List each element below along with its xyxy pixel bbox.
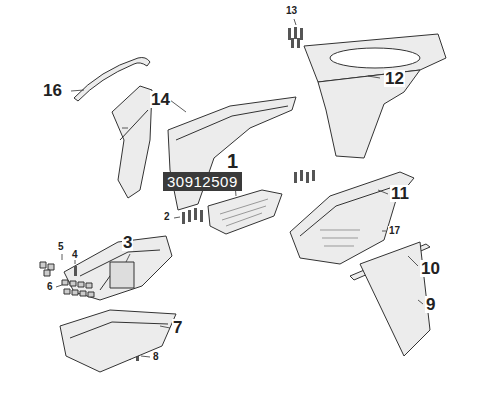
floor-frame	[64, 236, 172, 300]
callout-number: 5	[57, 242, 65, 252]
frame-box	[110, 262, 134, 288]
callout-number: 12	[384, 70, 405, 87]
callout-number: 17	[388, 226, 401, 236]
side-panel	[112, 86, 152, 198]
rear-cover	[290, 172, 414, 264]
callout-number: 7	[172, 319, 183, 336]
watermark: 30912509	[163, 172, 242, 191]
callout-number: 9	[425, 296, 436, 313]
leader-lines	[56, 19, 423, 357]
panel-edge	[120, 110, 148, 140]
callout-number: 6	[46, 282, 54, 292]
cover-edge	[300, 186, 396, 236]
mat-ribs	[220, 199, 268, 226]
lower-cover-edge	[70, 322, 168, 338]
floor-mat	[208, 190, 282, 234]
cover-vents	[320, 230, 360, 246]
lower-cover	[60, 310, 176, 372]
seat-box-opening	[330, 48, 420, 68]
bolt	[74, 266, 77, 276]
callout-number: 4	[71, 250, 79, 260]
screws	[288, 27, 303, 48]
callout-number: 13	[285, 6, 298, 16]
callout-number: 14	[150, 91, 171, 108]
clips	[62, 280, 94, 297]
callout-number: 1	[226, 151, 239, 171]
callout-number: 11	[390, 185, 410, 202]
callout-number: 8	[152, 352, 160, 362]
callout-number: 16	[42, 82, 63, 99]
nuts	[40, 262, 54, 276]
callout-number: 10	[420, 260, 441, 277]
seat-box	[318, 70, 420, 158]
callout-number: 3	[122, 234, 133, 251]
shield-edge	[176, 106, 288, 140]
body-panels	[40, 27, 446, 372]
callout-number: 2	[163, 212, 171, 222]
frame-ribs	[80, 250, 160, 290]
